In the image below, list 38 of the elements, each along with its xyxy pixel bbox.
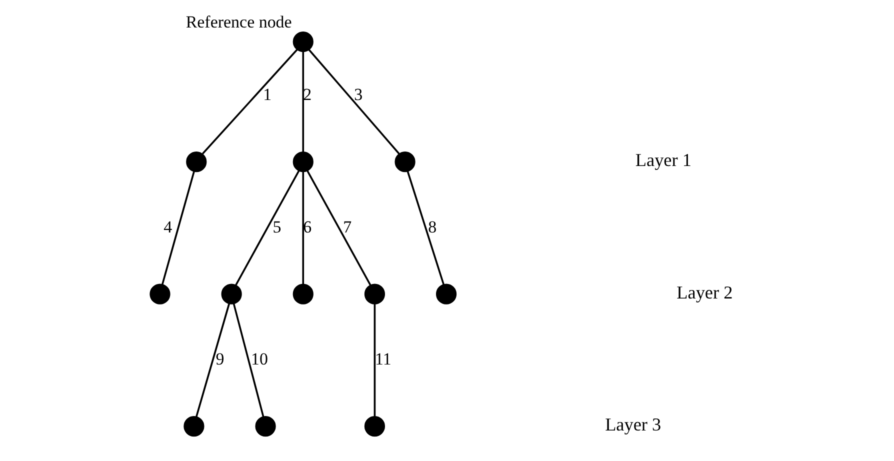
label: Layer 1 xyxy=(634,150,691,170)
connector xyxy=(302,171,304,284)
node-circle xyxy=(435,283,456,304)
node-circle xyxy=(220,283,242,304)
node-circle xyxy=(183,416,204,436)
edge-label: 6 xyxy=(302,216,312,236)
node-circle xyxy=(186,151,206,172)
node-circle xyxy=(292,151,313,172)
node-circle xyxy=(364,416,385,436)
node-circle xyxy=(292,283,313,304)
edge-label: 3 xyxy=(354,84,362,104)
connector xyxy=(201,48,298,154)
edge-label: 5 xyxy=(272,216,281,236)
connector xyxy=(160,170,194,284)
node-circle xyxy=(292,30,313,52)
edge-label: 11 xyxy=(374,349,391,368)
edge-label: 2 xyxy=(302,84,312,104)
edge-label: 1 xyxy=(262,84,272,104)
connector xyxy=(308,48,400,154)
node-circle xyxy=(364,283,385,304)
node-label: Reference node xyxy=(185,12,292,31)
label: Layer 3 xyxy=(604,414,661,434)
node-circle xyxy=(394,151,415,172)
connector xyxy=(195,303,230,416)
connector xyxy=(234,170,300,285)
connector xyxy=(302,51,304,152)
edge-label: 9 xyxy=(215,349,224,368)
label: Layer 2 xyxy=(676,282,732,302)
node-circle xyxy=(149,283,170,304)
connector xyxy=(373,303,376,416)
edge-label: 10 xyxy=(250,349,268,368)
connector xyxy=(306,170,371,285)
node-circle xyxy=(254,416,276,436)
edge-label: 8 xyxy=(428,216,436,236)
edge-label: 7 xyxy=(342,216,352,236)
connector xyxy=(406,170,444,284)
connector xyxy=(232,303,264,416)
edge-label: 4 xyxy=(163,216,172,236)
